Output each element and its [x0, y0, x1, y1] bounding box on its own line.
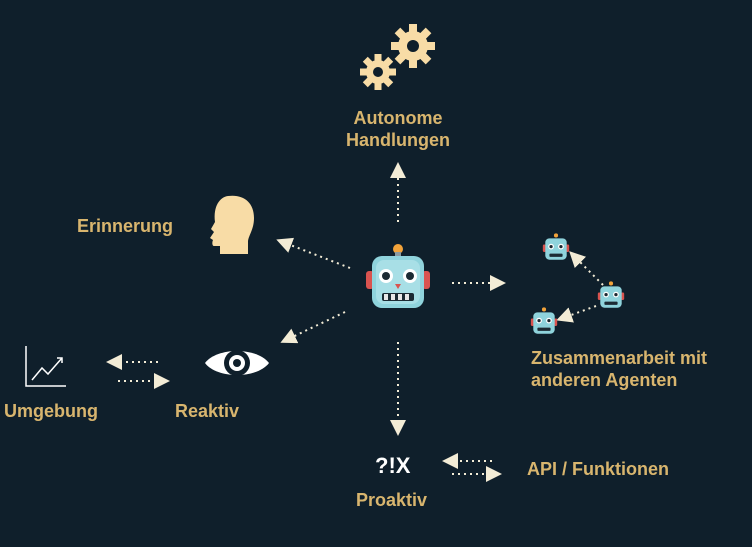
robot-icon — [530, 307, 558, 334]
collaboration-label: Zusammenarbeit mit anderen Agenten — [531, 347, 707, 391]
arrow-agent-to-agent-bottom — [556, 305, 597, 323]
collaboration-label-line1: Zusammenarbeit mit — [531, 348, 708, 368]
gears-icon — [360, 24, 435, 90]
arrow-agent-to-agent-top — [569, 251, 604, 286]
collaboration-label-line2: anderen Agenten — [531, 370, 678, 390]
robot-icon — [542, 233, 570, 260]
memory-label: Erinnerung — [77, 216, 174, 236]
arrow-to-reactive — [280, 311, 346, 344]
proactive-symbol: ?!X — [375, 453, 411, 478]
arrow-to-memory — [276, 237, 351, 269]
api-label: API / Funktionen — [527, 459, 669, 479]
autonomous-label: Autonome Handlungen — [318, 107, 478, 151]
environment-label: Umgebung — [4, 401, 98, 421]
robot-icon — [597, 281, 625, 308]
reactive-label: Reaktiv — [175, 401, 240, 421]
head-silhouette-icon — [210, 195, 254, 254]
autonomous-label-line1: Autonome — [353, 108, 443, 128]
proactive-label: Proaktiv — [356, 490, 428, 510]
autonomous-label-line2: Handlungen — [346, 130, 450, 150]
eye-icon — [205, 350, 269, 376]
chart-icon — [25, 346, 66, 387]
robot-icon — [366, 244, 430, 308]
